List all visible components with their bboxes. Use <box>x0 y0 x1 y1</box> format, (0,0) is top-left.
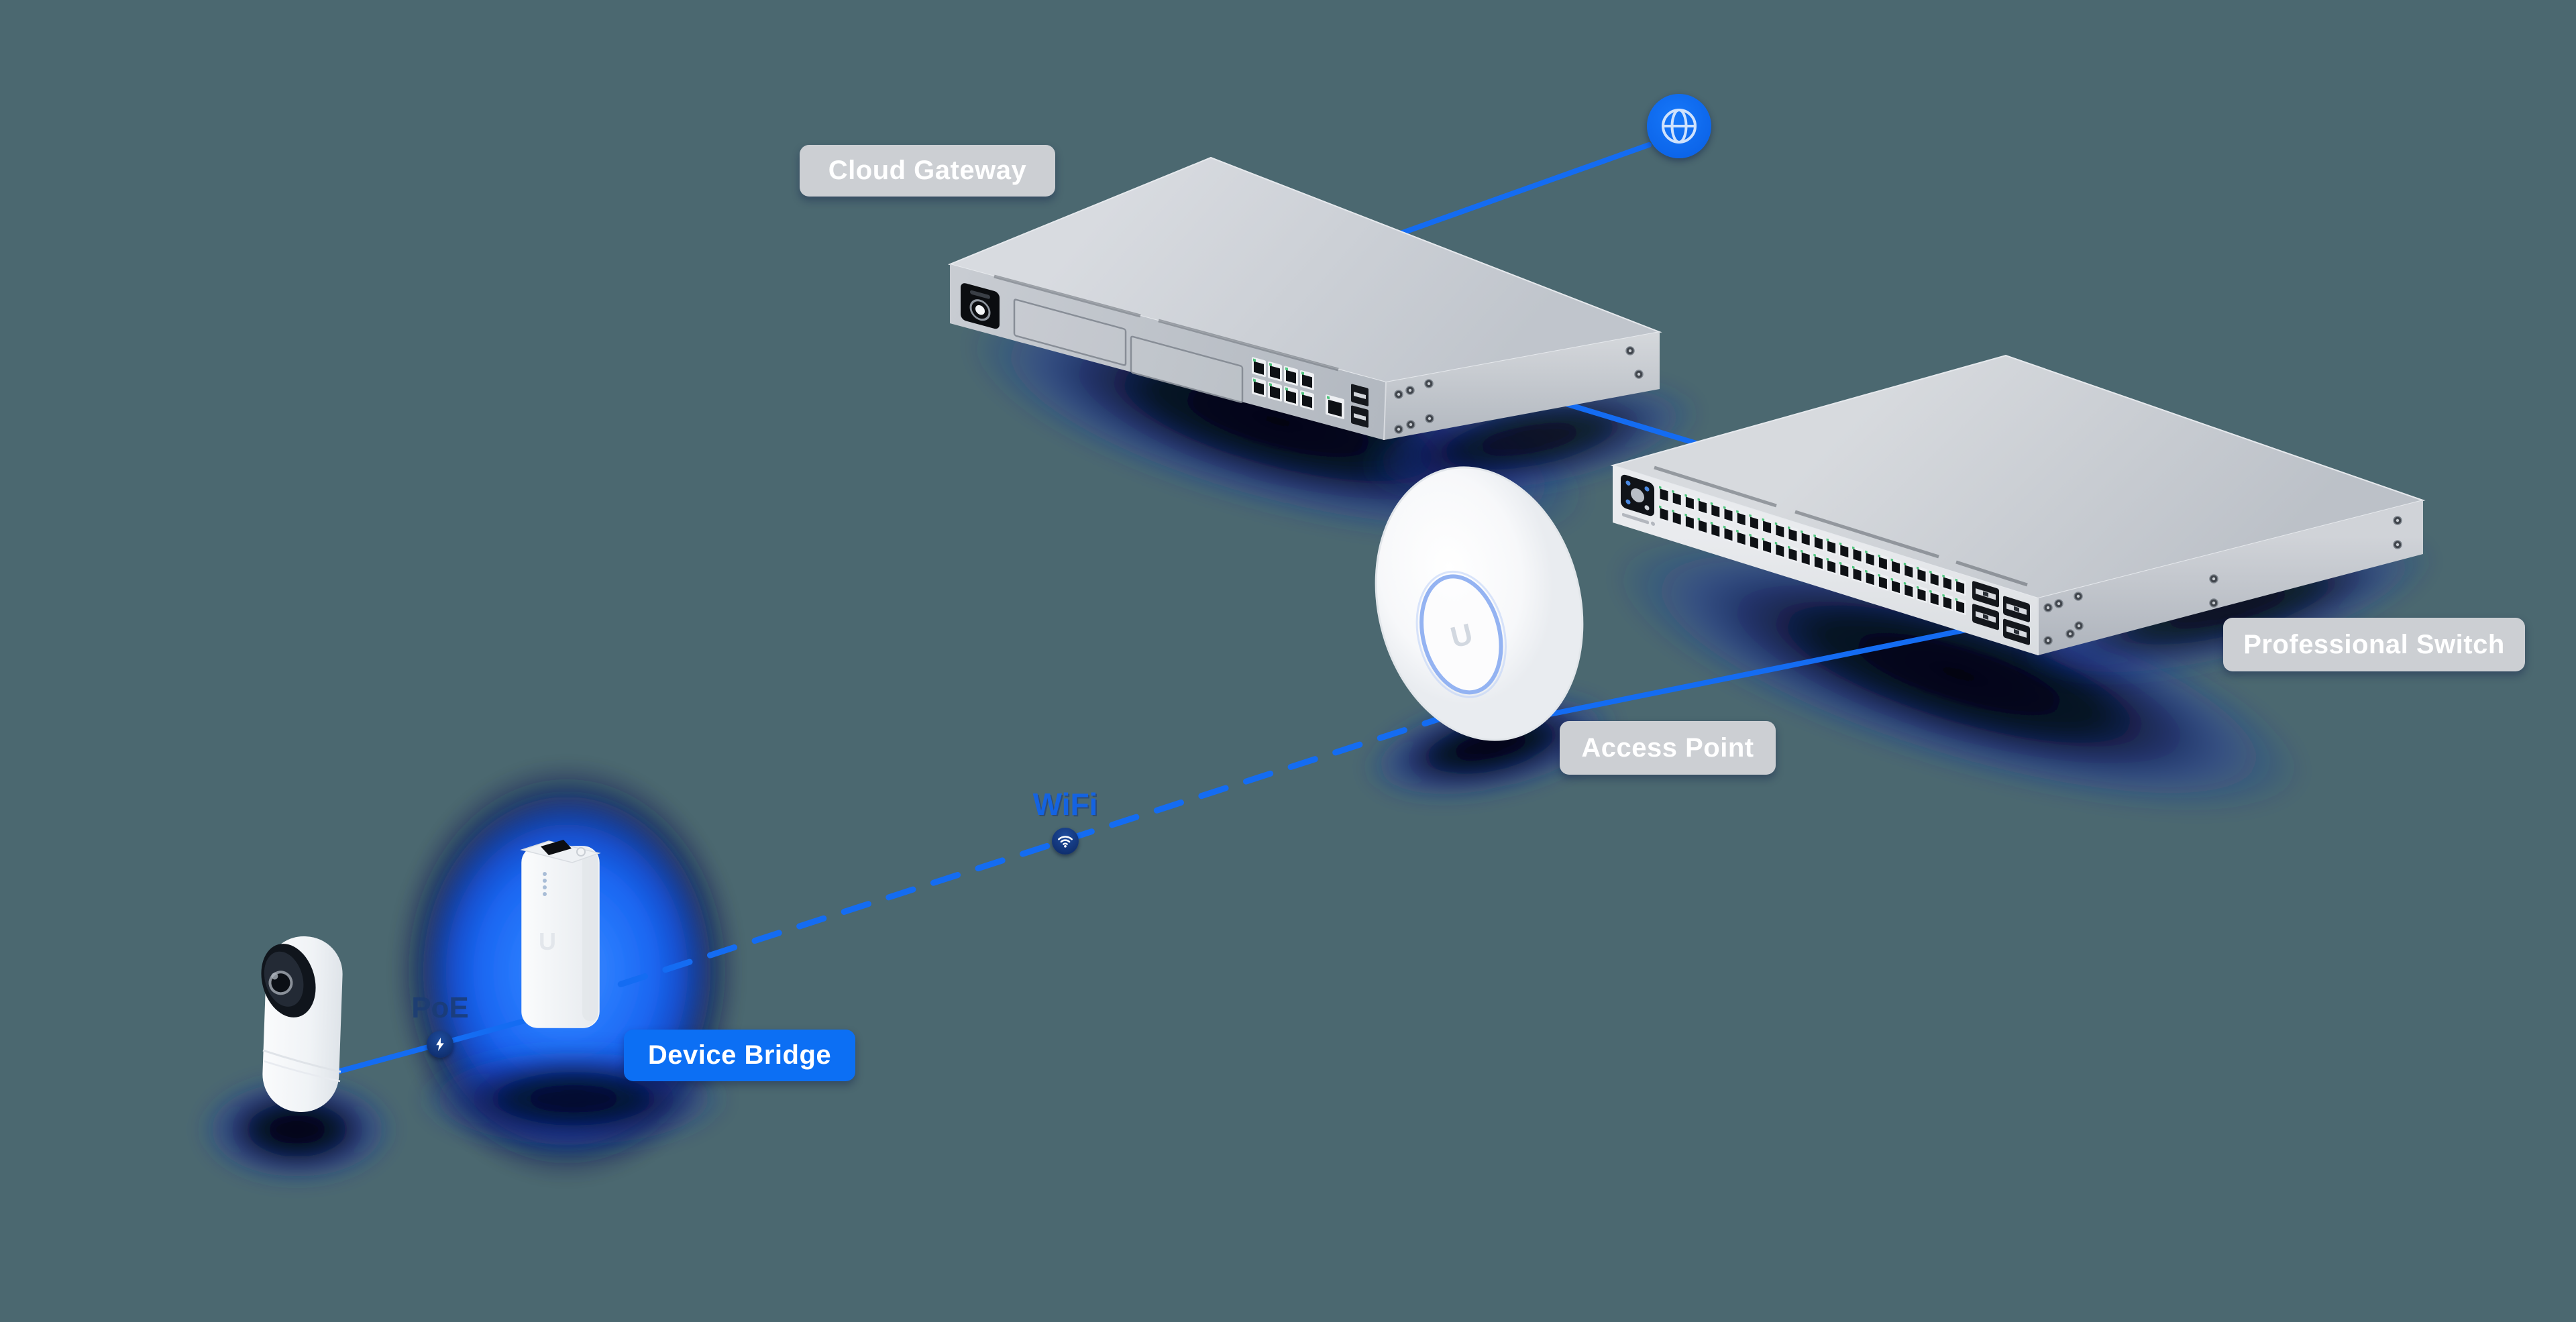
lightning-icon <box>436 1038 444 1051</box>
cloud-gateway-label: Cloud Gateway <box>800 145 1055 197</box>
wifi-connection-label: WiFi <box>1032 787 1098 822</box>
gateway-screws <box>1394 346 1644 434</box>
switch-to-ap-line <box>1547 618 2015 717</box>
bridge-ubiquiti-logo: U <box>539 928 556 955</box>
device-bridge-label: Device Bridge <box>624 1030 855 1081</box>
poe-connection-label: PoE <box>411 991 469 1024</box>
gateway-front-panel <box>961 283 1368 428</box>
switch-shadow <box>1611 535 2307 814</box>
switch-sfp-ports <box>1972 581 2030 645</box>
access-point-device: U <box>1375 466 1584 741</box>
ap-to-bridge-wireless-line <box>604 712 1452 992</box>
camera-shadow <box>198 1075 396 1185</box>
wifi-connection-badge <box>1052 828 1079 855</box>
bridge-ethernet-port <box>541 840 572 855</box>
wifi-icon <box>1058 836 1073 848</box>
switch-screws <box>2043 516 2402 645</box>
internet-node <box>1647 94 1711 158</box>
access-point-label: Access Point <box>1560 721 1776 775</box>
device-bridge-device: U <box>520 840 601 1028</box>
cloud-gateway-device <box>947 156 1662 441</box>
switch-front-panel <box>1621 474 2030 645</box>
professional-switch-label: Professional Switch <box>2223 618 2525 671</box>
switch-ethernet-ports <box>1658 485 1966 616</box>
globe-icon <box>1662 109 1697 144</box>
poe-connection-badge <box>427 1031 453 1058</box>
bridge-led-indicators <box>543 872 547 896</box>
access-point-shadow <box>1362 690 1619 802</box>
professional-switch-device <box>1610 354 2426 655</box>
gateway-ethernet-ports <box>1252 357 1368 428</box>
internet-to-gateway-line <box>1366 142 1652 247</box>
bridge-reset-button <box>576 847 586 857</box>
camera-lens <box>261 944 316 1017</box>
camera-device <box>261 936 343 1112</box>
